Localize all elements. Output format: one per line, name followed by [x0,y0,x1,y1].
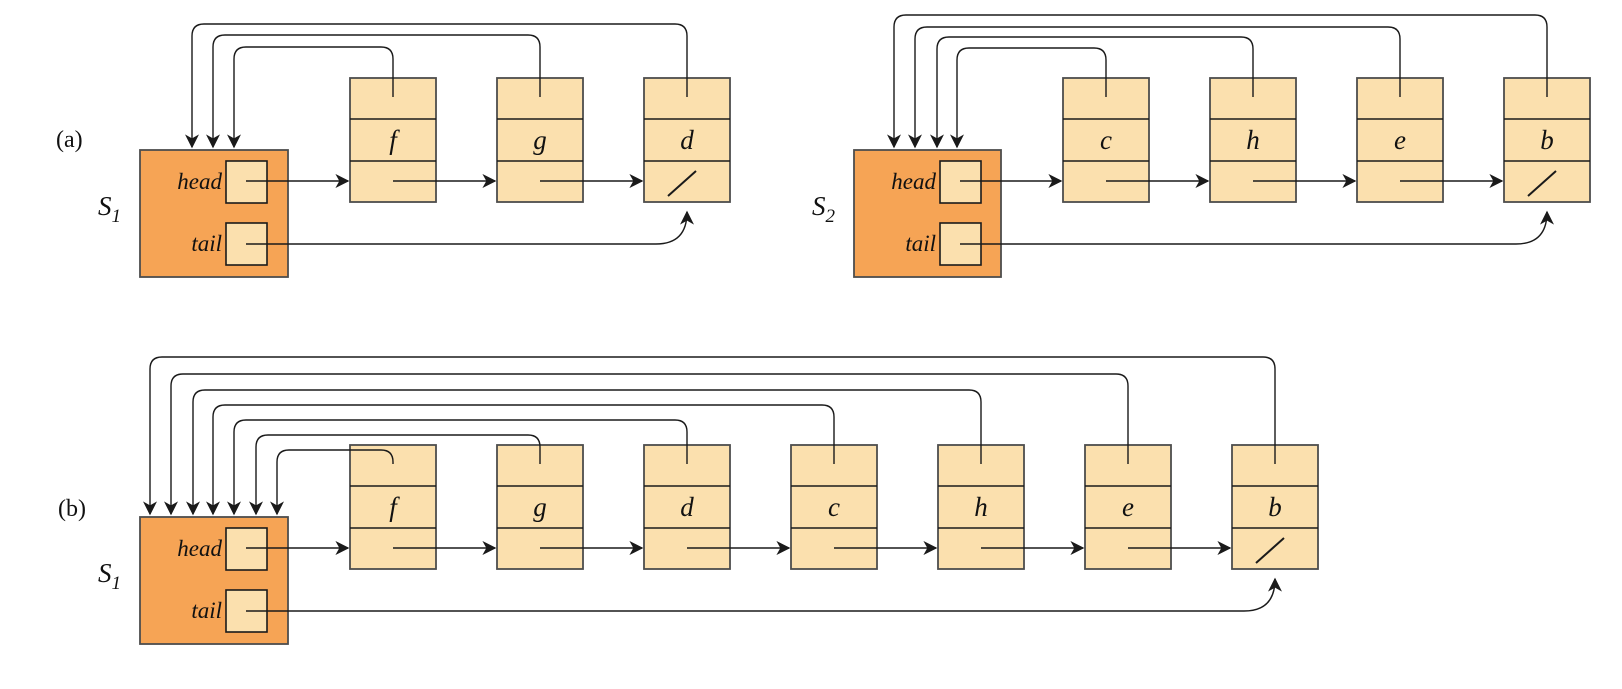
nil-slash-icon [667,170,697,197]
set-panel-b_s1: (b) S1 head tail f g d c h e b [58,356,1319,645]
back-pointer-arrow [143,356,1276,516]
head-cell [225,527,268,571]
back-pointer-arrow [164,373,1129,516]
head-cell [225,160,268,204]
back-pointer-arrow [185,23,688,149]
back-pointer-arrow [908,26,1401,149]
back-pointer-arrow [186,389,982,516]
set-name-label: S1 [98,191,121,227]
tail-field-label: tail [905,231,936,256]
node-key-label: f [389,492,400,522]
node-key-label: e [1394,125,1406,155]
tail-pointer-arrow [960,210,1554,245]
panel-label: (b) [58,496,86,522]
head-cell [939,160,982,204]
tail-field-label: tail [191,231,222,256]
back-pointer-arrow [206,404,835,516]
tail-pointer-arrow [246,577,1282,612]
node-key-label: h [1246,125,1260,155]
back-pointer-arrow [227,46,394,149]
set-name-label: S2 [812,191,836,227]
back-pointer-arrow [930,36,1254,149]
node-key-label: b [1540,125,1554,155]
back-pointer-arrow [249,434,541,516]
node-key-label: f [389,125,400,155]
back-pointer-arrow [950,47,1107,149]
node-key-label: d [680,492,694,522]
node-key-label: c [1100,125,1112,155]
node-key-label: e [1122,492,1134,522]
set-panel-a_s2: S2 head tail c h e b [812,14,1591,278]
node-key-label: g [533,125,547,155]
back-pointer-arrow [887,14,1548,149]
list-node-box [643,77,731,203]
head-field-label: head [177,169,222,194]
node-key-label: c [828,492,840,522]
back-pointer-arrow [270,449,394,516]
node-key-label: b [1268,492,1282,522]
node-key-label: g [533,492,547,522]
nil-slash-icon [1527,170,1557,197]
list-node-box [1503,77,1591,203]
set-name-label: S1 [98,558,121,594]
back-pointer-arrow [206,34,541,149]
tail-field-label: tail [191,598,222,623]
head-field-label: head [177,536,222,561]
back-pointer-arrow [227,419,688,516]
node-key-label: h [974,492,988,522]
head-field-label: head [891,169,936,194]
tail-pointer-arrow [246,210,694,245]
node-key-label: d [680,125,694,155]
panel-label: (a) [56,127,83,153]
nil-slash-icon [1255,537,1285,564]
set-panel-a_s1: (a) S1 head tail f g d [56,23,731,278]
